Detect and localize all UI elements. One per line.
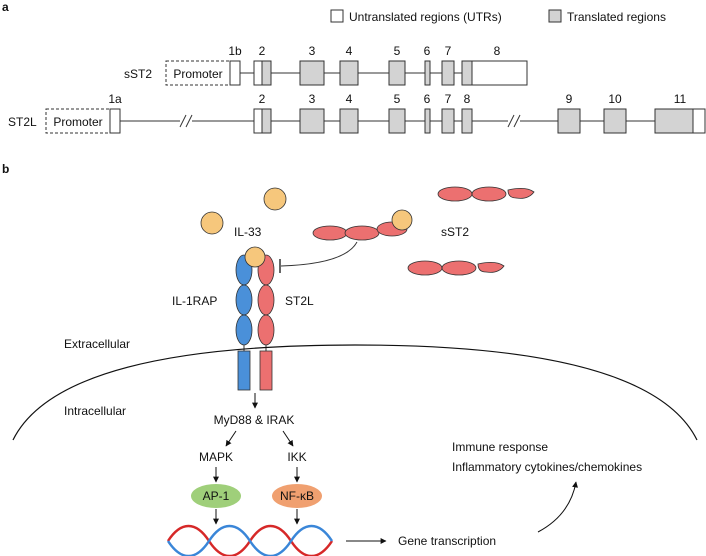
st2l-exon-4: [339, 108, 359, 134]
st2l-exon-label: 4: [346, 92, 353, 106]
dna-helix: [166, 524, 334, 556]
st2l-exon-9: [557, 108, 581, 134]
il1rap-receptor: [235, 254, 253, 391]
st2l-exon-1a: [109, 108, 121, 134]
sst2-bound-il33: [312, 209, 413, 241]
inhibition-line: [280, 241, 358, 267]
il1rap-label: IL-1RAP: [172, 294, 217, 308]
cell-membrane: [12, 344, 698, 441]
sst2-exon-6: [424, 60, 431, 86]
st2l-break-2: [507, 114, 521, 128]
st2l-exon-label: 7: [445, 92, 452, 106]
st2l-exon-label: 11: [674, 92, 687, 106]
st2l-exon-5: [388, 108, 406, 134]
st2l-break-1: [179, 114, 193, 128]
sst2-exon-label: 3: [309, 44, 316, 58]
sst2-exon-1b: [229, 60, 241, 86]
arrow-to-ikk: [282, 430, 294, 447]
sst2-exon-label: 1b: [228, 44, 242, 58]
st2l-exon-8: [461, 108, 473, 134]
st2l-promoter-label: Promoter: [53, 115, 102, 129]
legend-translated-label: Translated regions: [567, 10, 666, 24]
st2l-exon-11: [654, 108, 694, 134]
extracellular-label: Extracellular: [64, 337, 130, 351]
sst2-exon-2: [261, 60, 272, 86]
il33-molecule: [263, 187, 287, 211]
st2l-promoter-box: [45, 108, 111, 134]
cytokines-label: Inflammatory cytokines/chemokines: [452, 460, 642, 474]
st2l-exon-2-utr: [253, 108, 263, 134]
sst2-exon-7: [441, 60, 455, 86]
sst2-exon-label: 8: [494, 44, 501, 58]
legend-utr-swatch: [330, 9, 344, 23]
arrow-to-mapk: [225, 430, 237, 447]
sst2-exon-label: 7: [445, 44, 452, 58]
il33-molecule: [200, 211, 224, 235]
il33-bound: [244, 246, 266, 268]
sst2-exon-8-coding: [461, 60, 473, 86]
st2l-exon-6: [424, 108, 431, 134]
sst2-exon-8-utr: [471, 60, 528, 86]
st2l-exon-label: 5: [394, 92, 401, 106]
st2l-exon-label: 1a: [108, 92, 122, 106]
sst2-exon-3: [299, 60, 325, 86]
sst2-label: sST2: [441, 225, 469, 239]
st2l-exon-3: [299, 108, 325, 134]
nfkb-node: [272, 484, 322, 508]
nfkb-label: NF-κB: [280, 489, 314, 503]
legend-utr-label: Untranslated regions (UTRs): [349, 10, 502, 24]
ap1-node: [191, 484, 241, 508]
st2l-exon-2: [261, 108, 272, 134]
sst2-gene-label: sST2: [124, 67, 152, 81]
st2l-exon-label: 9: [566, 92, 573, 106]
mapk-label: MAPK: [199, 450, 233, 464]
st2l-label: ST2L: [285, 294, 314, 308]
st2l-exon-label: 10: [608, 92, 622, 106]
panel-a-label: a: [2, 0, 9, 14]
sst2-exon-4: [339, 60, 359, 86]
st2l-gene-label: ST2L: [8, 115, 37, 129]
gene-transcription-label: Gene transcription: [398, 534, 496, 548]
st2l-receptor: [257, 254, 275, 391]
sst2-exon-5: [388, 60, 406, 86]
il33-label: IL-33: [234, 225, 262, 239]
ap1-label: AP-1: [203, 489, 230, 503]
st2l-exon-label: 2: [259, 92, 266, 106]
sst2-exon-label: 2: [259, 44, 266, 58]
sst2-exon-label: 6: [424, 44, 431, 58]
arrow-to-immune-response: [537, 481, 578, 533]
intracellular-label: Intracellular: [64, 404, 126, 418]
st2l-exon-label: 6: [424, 92, 431, 106]
st2l-exon-10: [603, 108, 627, 134]
sst2-promoter-label: Promoter: [173, 67, 222, 81]
sst2-molecule: [407, 260, 505, 276]
ikk-label: IKK: [287, 450, 306, 464]
st2l-exon-label: 3: [309, 92, 316, 106]
sst2-exon-label: 4: [346, 44, 353, 58]
immune-response-label: Immune response: [452, 440, 548, 454]
sst2-exon-2-utr: [253, 60, 263, 86]
st2l-exon-7: [441, 108, 455, 134]
sst2-molecule: [437, 186, 535, 202]
panel-b-label: b: [2, 162, 9, 176]
st2l-exon-label: 8: [464, 92, 471, 106]
st2l-exon-11-utr: [692, 108, 706, 134]
sst2-exon-label: 5: [394, 44, 401, 58]
myd88-label: MyD88 & IRAK: [214, 413, 295, 427]
legend-translated-swatch: [548, 9, 562, 23]
